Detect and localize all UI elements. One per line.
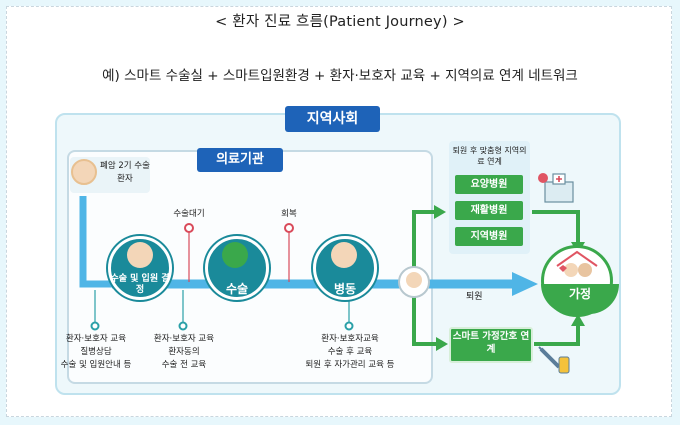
discharged-patient-icon xyxy=(398,266,430,298)
decision-label: 수술 및 입원 결정 xyxy=(110,274,170,295)
network-branch-arrowhead xyxy=(434,205,446,219)
institution-label: 의료기관 xyxy=(197,148,283,172)
network-branch-line xyxy=(412,210,436,268)
patient-label: 폐암 2기 수술 환자 xyxy=(100,161,150,184)
patient-avatar-icon xyxy=(71,159,97,185)
recovery-marker-label: 회복 xyxy=(281,209,297,219)
doctor-icon xyxy=(127,242,153,268)
home-label: 가정 xyxy=(568,287,592,301)
note-surgery: 환자·보호자 교육 환자동의 수술 전 교육 xyxy=(153,334,215,370)
smartcare-home-arrowhead xyxy=(571,314,585,326)
network-item-nursing-hospital: 요양병원 xyxy=(455,175,523,194)
smart-care-box xyxy=(449,327,533,363)
note-decision: 환자·보호자 교육 질병상담 수술 및 입원안내 등 xyxy=(60,334,132,370)
smartcare-home-line xyxy=(534,324,580,346)
note2-pin xyxy=(178,321,188,331)
network-header: 퇴원 후 맞춤형 지역의료 연계 xyxy=(452,146,527,166)
patient-flow-line xyxy=(79,196,122,288)
discharged-patient-face-icon xyxy=(406,272,422,288)
main-flow-arrowhead xyxy=(512,272,538,296)
note3-pin xyxy=(344,321,354,331)
recovery-marker-pin xyxy=(284,223,294,233)
nurse-icon xyxy=(331,242,357,268)
discharge-label: 퇴원 xyxy=(466,292,483,302)
network-home-line xyxy=(532,210,580,244)
syringe-vial-icon xyxy=(538,346,570,374)
note1-pin xyxy=(90,321,100,331)
home-family-icon xyxy=(556,250,598,277)
network-item-local-hospital: 지역병원 xyxy=(455,227,523,246)
smartcare-branch-arrowhead xyxy=(436,337,448,351)
page-title: < 환자 진료 흐름(Patient Journey) > xyxy=(215,14,465,30)
surgery-label: 수술 xyxy=(225,282,249,296)
page-subtitle: 예) 스마트 수술실 + 스마트입원환경 + 환자·보호자 교육 + 지역의료 … xyxy=(102,68,578,84)
smart-care-label: 스마트 가정간호 연계 xyxy=(452,331,530,355)
community-label: 지역사회 xyxy=(285,106,380,132)
network-item-rehab-hospital: 재활병원 xyxy=(455,201,523,220)
note-ward: 환자·보호자교육 수술 후 교육 퇴원 후 자가관리 교육 등 xyxy=(305,334,395,370)
hospital-building-icon xyxy=(538,173,574,203)
wait-marker-pin xyxy=(184,223,194,233)
smartcare-branch-line xyxy=(412,296,438,346)
wait-marker-label: 수술대기 xyxy=(173,209,205,219)
surgeon-icon xyxy=(222,242,248,268)
ward-label: 병동 xyxy=(333,282,357,296)
